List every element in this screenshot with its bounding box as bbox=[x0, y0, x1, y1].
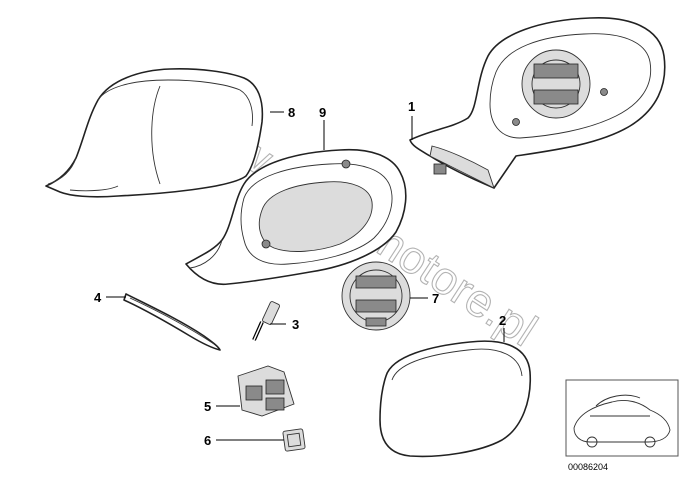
part-mirror-cover[interactable] bbox=[45, 68, 264, 198]
callout-9: 9 bbox=[319, 105, 326, 120]
callout-6: 6 bbox=[204, 433, 211, 448]
part-seal-strip[interactable] bbox=[123, 293, 221, 351]
part-mirror-glass[interactable] bbox=[379, 340, 532, 458]
part-frame[interactable] bbox=[185, 148, 407, 286]
leader-lines bbox=[106, 111, 505, 441]
callout-7: 7 bbox=[432, 291, 439, 306]
part-adjustment-drive[interactable] bbox=[341, 261, 411, 331]
callout-4: 4 bbox=[94, 290, 102, 305]
callout-3: 3 bbox=[292, 317, 299, 332]
reference-number: 00086204 bbox=[568, 462, 608, 472]
part-screw[interactable] bbox=[252, 301, 280, 341]
callout-2: 2 bbox=[499, 313, 506, 328]
part-switch-unit[interactable] bbox=[237, 365, 295, 417]
callout-8: 8 bbox=[288, 105, 295, 120]
callout-5: 5 bbox=[204, 399, 211, 414]
callout-1: 1 bbox=[408, 99, 415, 114]
part-mirror-housing[interactable] bbox=[409, 17, 666, 189]
car-inset bbox=[565, 379, 679, 457]
part-cap[interactable] bbox=[282, 428, 306, 452]
